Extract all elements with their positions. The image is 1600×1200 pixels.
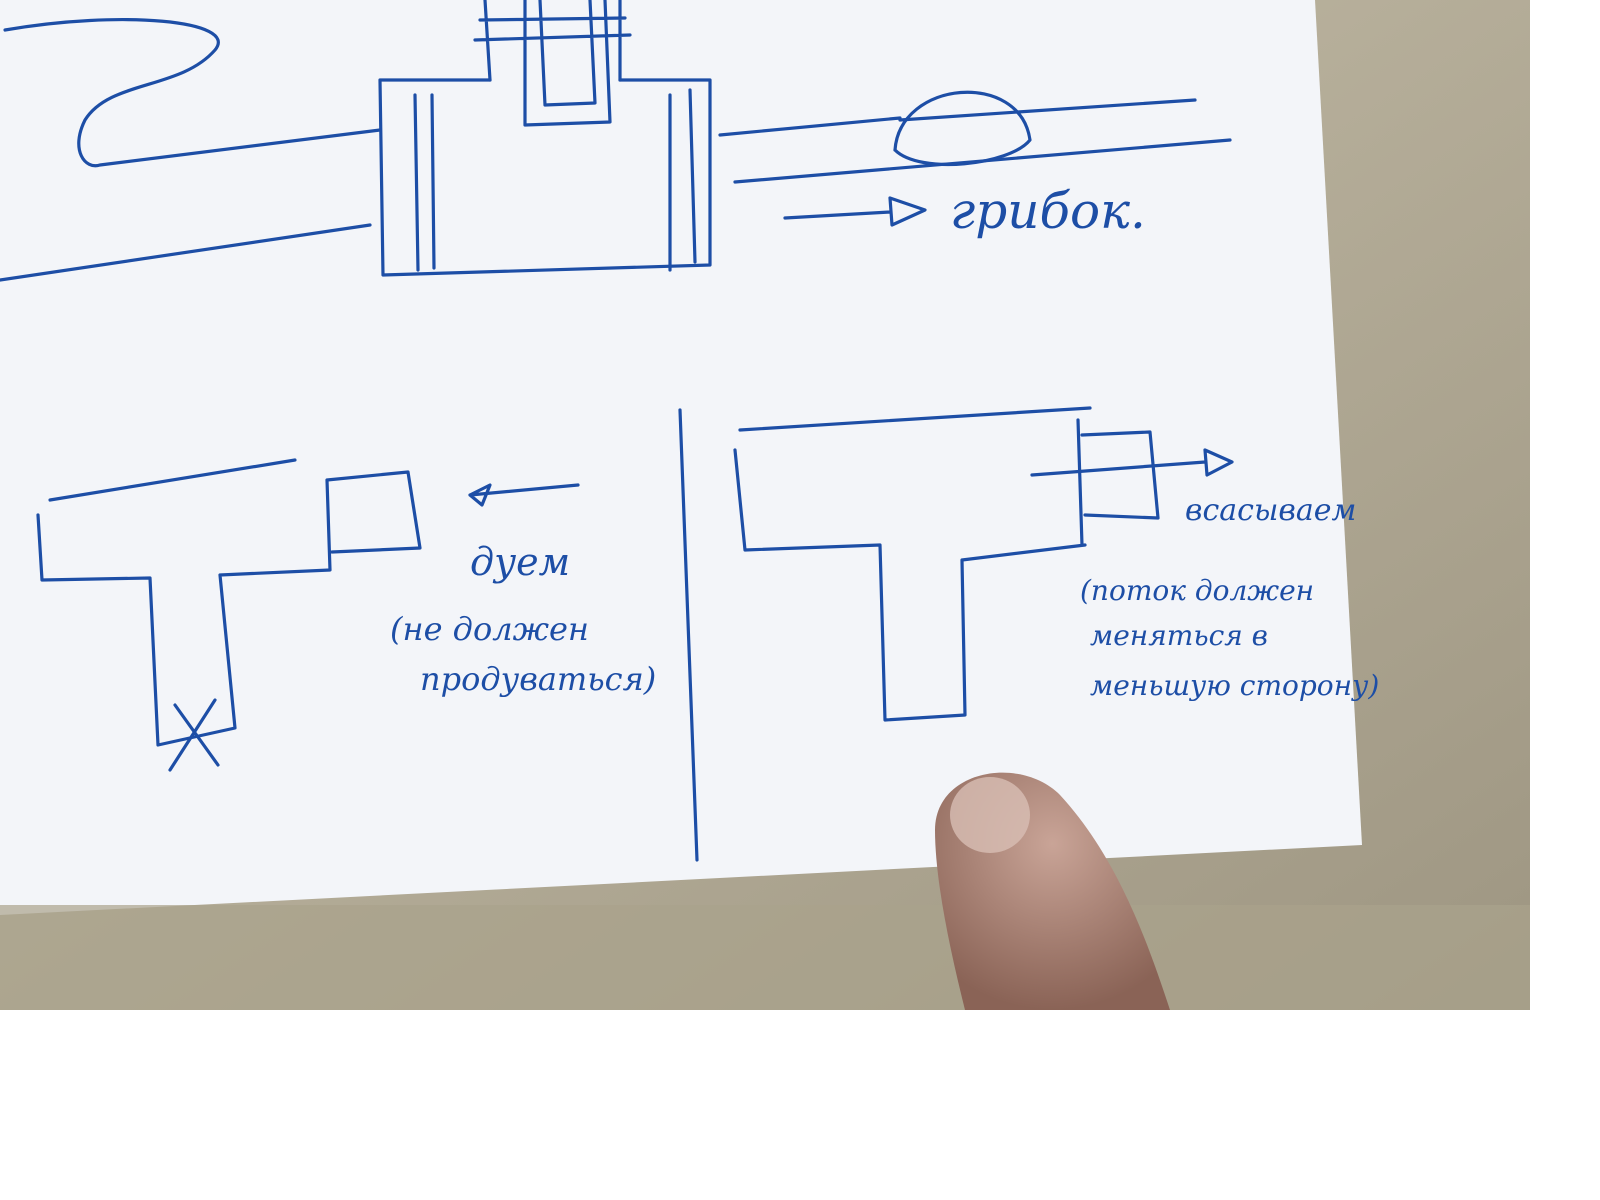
- label-suck-note-1: (поток должен: [1080, 574, 1314, 607]
- label-blow-note-1: (не должен: [390, 610, 589, 648]
- label-blow-note-2: продуваться): [420, 660, 656, 698]
- sketch-photo: грибок. дуем (не должен продуваться) вса…: [0, 0, 1530, 1010]
- top-tee-drawing: [0, 0, 1232, 282]
- right-tee-suck: [733, 406, 1234, 722]
- table-edge: [0, 905, 1530, 1010]
- left-tee-blow: [36, 458, 580, 772]
- label-suck: всасываем: [1185, 493, 1356, 528]
- label-suck-note-3: меньшую сторону): [1090, 669, 1379, 702]
- label-suck-note-2: меняться в: [1090, 619, 1268, 652]
- label-fungus: грибок.: [950, 182, 1146, 240]
- fingernail: [950, 777, 1030, 853]
- divider-line: [678, 408, 699, 862]
- label-blow: дуем: [470, 540, 570, 584]
